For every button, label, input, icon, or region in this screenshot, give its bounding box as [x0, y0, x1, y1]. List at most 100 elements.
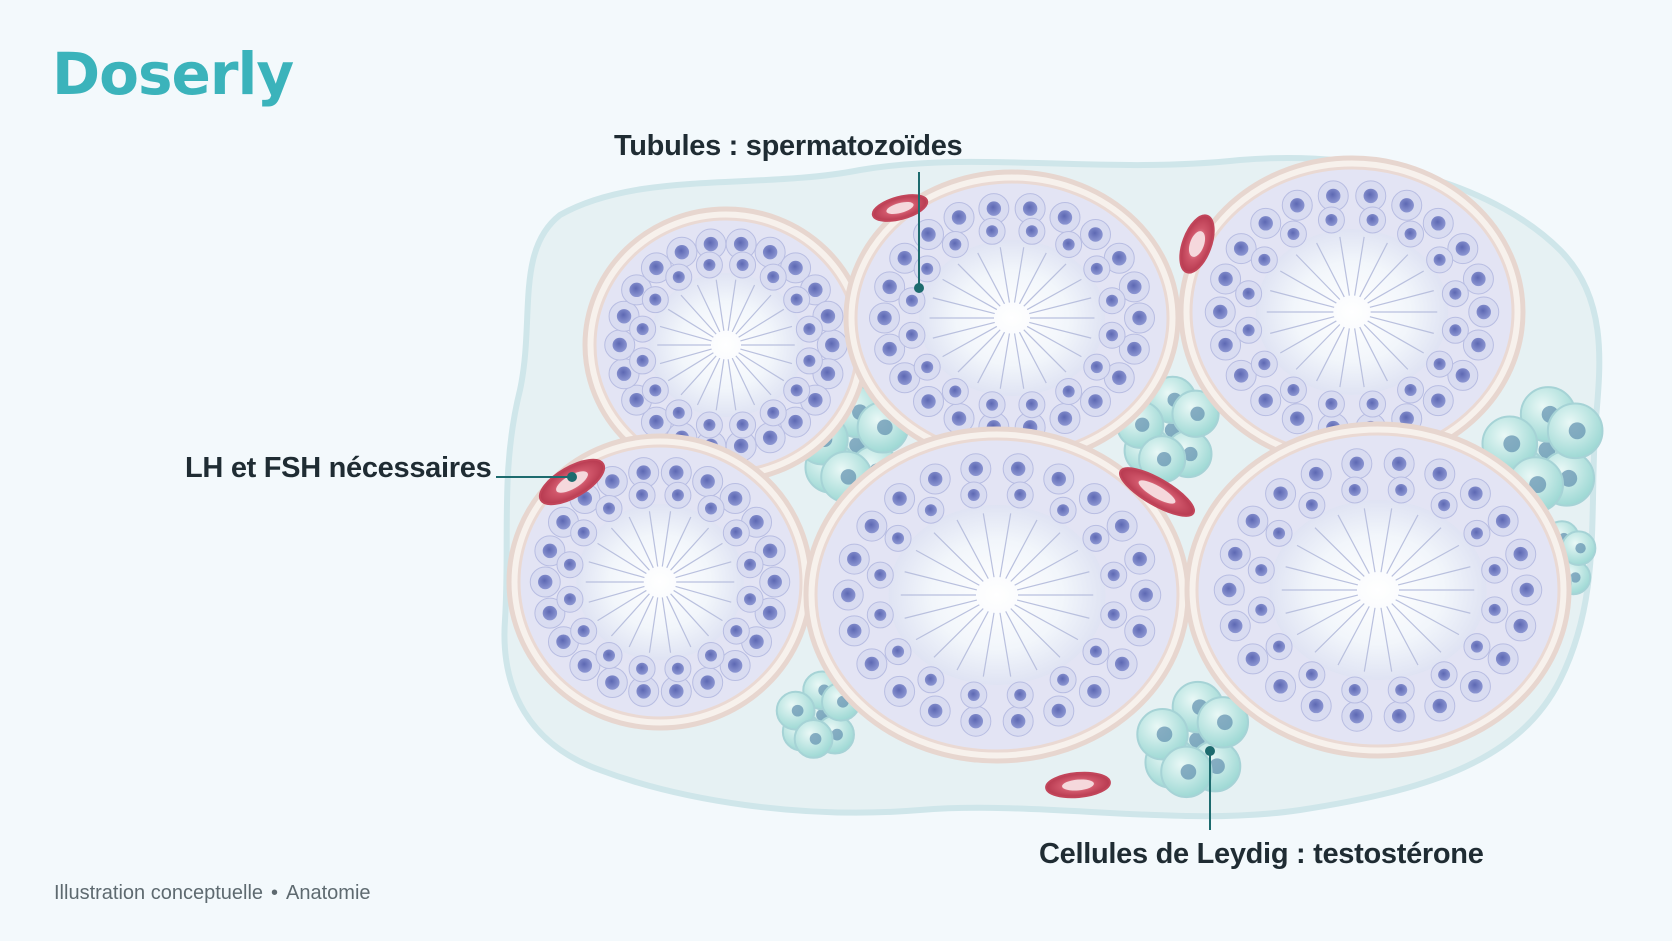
- leydig-nucleus: [1190, 406, 1205, 421]
- sperm-tail: [1296, 544, 1361, 581]
- germ-cell-nucleus: [700, 675, 715, 690]
- sperm-tail: [661, 511, 672, 567]
- sperm-tail: [1386, 606, 1419, 666]
- germ-cell-nucleus: [1471, 271, 1486, 287]
- tubule-lumen: [919, 240, 1105, 396]
- germ-cell-nucleus: [636, 684, 651, 699]
- sperm-tail: [738, 352, 785, 382]
- sperm-tail: [942, 278, 998, 311]
- sperm-tail: [1337, 514, 1370, 574]
- germ-cell-nucleus: [808, 282, 823, 298]
- vessel-lumen: [1062, 779, 1094, 791]
- sperm-tail: [588, 561, 645, 579]
- germ-cell-nucleus: [705, 649, 718, 662]
- leydig-nucleus: [1575, 542, 1586, 554]
- sperm-tail: [628, 595, 654, 648]
- germ-cell-nucleus: [1022, 201, 1038, 216]
- leydig-nucleus: [1183, 446, 1198, 462]
- sperm-tail: [1369, 316, 1434, 334]
- sperm-tail: [1010, 608, 1061, 658]
- sperm-tail: [1010, 532, 1061, 582]
- sperm-tail: [1017, 599, 1090, 619]
- germ-cell-nucleus: [669, 684, 684, 699]
- germ-cell-nucleus: [1363, 188, 1378, 204]
- sperm-tail: [999, 247, 1011, 303]
- sperm-tail: [1295, 254, 1341, 300]
- sperm-tail: [915, 604, 980, 641]
- germ-cell-nucleus: [1455, 241, 1471, 256]
- sperm-tail: [933, 608, 984, 658]
- germ-cell-nucleus: [636, 323, 649, 336]
- germ-cell-nucleus: [636, 354, 649, 367]
- germ-cell-nucleus: [1107, 608, 1120, 621]
- germ-cell-nucleus: [1309, 466, 1324, 482]
- seminiferous-tubule: [803, 426, 1191, 764]
- sperm-tail: [1296, 599, 1361, 636]
- germ-cell-nucleus: [1057, 411, 1073, 426]
- sperm-tail: [1391, 603, 1442, 653]
- sperm-tail: [977, 252, 1006, 305]
- blood-vessel: [1045, 771, 1111, 799]
- sperm-tail: [610, 593, 650, 637]
- germ-cell-nucleus: [1138, 587, 1153, 603]
- germ-cell-nucleus: [1348, 483, 1361, 496]
- germ-cell-nucleus: [841, 587, 856, 603]
- germ-cell-nucleus: [847, 551, 862, 567]
- germ-cell-nucleus: [1025, 225, 1038, 238]
- germ-cell-nucleus: [882, 279, 897, 295]
- sperm-tail: [1386, 514, 1419, 574]
- germ-cell-nucleus: [1395, 483, 1408, 496]
- germ-cell-nucleus: [1010, 461, 1026, 476]
- germ-cell-nucleus: [1242, 324, 1255, 337]
- germ-cell-nucleus: [1114, 518, 1130, 534]
- seminiferous-tubules: [506, 155, 1572, 764]
- sperm-tail: [740, 325, 793, 342]
- germ-cell-nucleus: [703, 258, 716, 271]
- germ-cell-nucleus: [1090, 262, 1103, 275]
- blood-vessel: [1179, 214, 1215, 274]
- tubule-lumen: [648, 273, 804, 417]
- sperm-tail: [648, 511, 659, 567]
- germ-cell-nucleus: [1132, 551, 1147, 567]
- germ-cell-nucleus: [1290, 198, 1305, 213]
- vessel-lumen: [1188, 231, 1206, 257]
- label-hormones: LH et FSH nécessaires: [185, 452, 492, 484]
- sperm-tail: [932, 297, 995, 315]
- germ-cell-nucleus: [1062, 238, 1075, 251]
- footer-caption: Illustration conceptuelle•Anatomie: [54, 882, 371, 905]
- germ-cell-nucleus: [767, 271, 780, 284]
- sperm-tail: [1363, 508, 1376, 573]
- sperm-tail: [1270, 290, 1335, 308]
- germ-cell-nucleus: [921, 361, 934, 374]
- germ-cell-nucleus: [1395, 684, 1408, 697]
- sperm-tail: [731, 284, 756, 333]
- germ-cell-nucleus: [1326, 188, 1341, 204]
- sperm-tail: [1026, 278, 1082, 311]
- germ-cell-nucleus: [1258, 253, 1271, 266]
- germ-cell-nucleus: [674, 245, 690, 260]
- germ-cell-nucleus: [1051, 703, 1066, 719]
- germ-cell-nucleus: [577, 526, 590, 539]
- germ-cell-nucleus: [649, 384, 662, 397]
- germ-cell-nucleus: [1305, 668, 1318, 681]
- germ-cell-nucleus: [825, 337, 840, 353]
- sperm-tail: [696, 357, 721, 406]
- sperm-tail: [1369, 290, 1434, 308]
- germ-cell-nucleus: [727, 491, 743, 506]
- germ-cell-nucleus: [1273, 679, 1288, 694]
- sperm-tail: [735, 355, 772, 396]
- germ-cell-nucleus: [1287, 384, 1300, 397]
- germ-cell-nucleus: [1255, 603, 1268, 616]
- germ-cell-nucleus: [1228, 618, 1243, 634]
- seminiferous-tubule: [506, 433, 814, 731]
- germ-cell-nucleus: [649, 414, 664, 430]
- sperm-tail: [1398, 594, 1471, 614]
- germ-cell-nucleus: [636, 465, 651, 480]
- sperm-tail: [667, 308, 714, 338]
- germ-cell-nucleus: [1112, 251, 1127, 266]
- germ-cell-nucleus: [1088, 227, 1103, 242]
- germ-cell-nucleus: [949, 238, 962, 251]
- sperm-tail: [977, 331, 1006, 384]
- germ-cell-nucleus: [1233, 241, 1249, 256]
- germ-cell-nucleus: [949, 385, 962, 398]
